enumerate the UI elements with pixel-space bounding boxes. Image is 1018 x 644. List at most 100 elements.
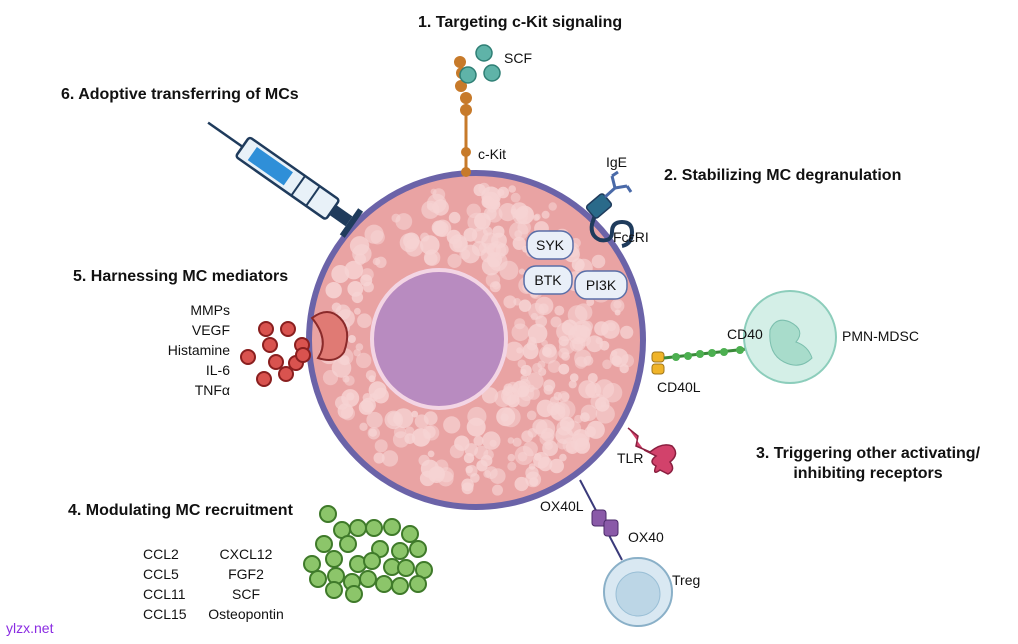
chemokine-particle <box>383 518 401 536</box>
granule <box>347 335 356 343</box>
heading-adoptive-transfer: 6. Adoptive transferring of MCs <box>61 86 299 103</box>
granule <box>368 381 387 400</box>
granule <box>514 476 529 492</box>
chemokine-particle <box>345 585 363 603</box>
granule <box>482 431 501 450</box>
mediator-item: Histamine <box>167 342 230 358</box>
syk-pill: SYK <box>526 230 574 260</box>
granule <box>486 242 501 258</box>
granule <box>337 403 354 419</box>
chemokine-particle <box>359 570 377 588</box>
heading-stabilizing-degranulation: 2. Stabilizing MC degranulation <box>664 167 902 184</box>
mediator-particles <box>240 321 311 387</box>
chemokine-item: Osteopontin <box>208 606 284 622</box>
granule <box>620 325 634 339</box>
granule <box>431 220 447 235</box>
granule <box>361 397 376 413</box>
granule <box>370 230 385 245</box>
mediator-list: MMPs VEGF Histamine IL-6 TNFα <box>150 300 230 400</box>
heading-harnessing-mediators: 5. Harnessing MC mediators <box>73 268 289 285</box>
label-ige: IgE <box>606 154 628 170</box>
granule <box>517 385 530 398</box>
granule <box>574 356 588 369</box>
granule <box>561 392 570 401</box>
granule <box>512 208 528 224</box>
granule <box>447 253 462 268</box>
granule <box>375 256 387 268</box>
granule <box>555 426 574 445</box>
granule <box>366 411 383 429</box>
granule <box>601 320 620 339</box>
granule <box>507 453 516 462</box>
granule <box>420 232 430 242</box>
granule <box>539 431 554 446</box>
granule <box>594 379 615 399</box>
granule <box>538 456 553 472</box>
granule <box>599 340 610 351</box>
granule <box>432 188 446 202</box>
mediator-item: IL-6 <box>205 362 230 378</box>
granule <box>541 210 550 219</box>
chemokine-particle <box>319 505 337 523</box>
granule <box>466 203 481 218</box>
ox40-complex <box>579 479 623 561</box>
granule <box>357 313 372 329</box>
granule <box>561 352 570 361</box>
granule <box>373 452 385 464</box>
granule <box>465 465 478 477</box>
label-ox40: OX40 <box>628 529 664 545</box>
granule <box>392 431 410 448</box>
granule <box>600 401 607 408</box>
mediator-item: VEGF <box>191 322 230 338</box>
granule <box>569 373 579 382</box>
granule <box>522 441 538 457</box>
label-fceri: FcεRI <box>613 229 649 245</box>
label-treg: Treg <box>672 572 701 588</box>
chemokine-cluster <box>303 505 433 603</box>
granule <box>325 282 342 299</box>
granule <box>528 463 536 470</box>
granule <box>461 482 474 495</box>
granule <box>548 202 557 211</box>
granule <box>550 316 562 328</box>
mast-cell-granules <box>319 182 635 496</box>
granule <box>367 427 380 440</box>
chemokine-particle <box>397 559 415 577</box>
cd40l-cd40-complex <box>651 346 757 375</box>
mediator-item: TNFα <box>194 382 230 398</box>
chemokine-item: CXCL12 <box>219 546 273 562</box>
chemokine-particle <box>315 535 333 553</box>
granule <box>489 199 501 210</box>
granule <box>443 416 461 434</box>
granule <box>574 303 593 322</box>
label-tlr: TLR <box>617 450 644 466</box>
granule <box>492 484 503 496</box>
heading-triggering-receptors: 3. Triggering other activating/ inhibiti… <box>748 444 988 484</box>
granule <box>496 407 516 427</box>
granule <box>481 256 501 276</box>
granule <box>471 241 487 256</box>
fceri-receptor <box>585 193 635 248</box>
chemokine-item: SCF <box>232 586 260 602</box>
scf-ligand <box>459 44 501 84</box>
granule <box>513 298 521 306</box>
granule <box>485 272 501 288</box>
label-ckit: c-Kit <box>478 146 506 162</box>
granule <box>554 305 565 316</box>
granule <box>538 367 547 376</box>
chemokine-item: CCL15 <box>143 606 187 622</box>
granule <box>346 392 355 401</box>
treg-cell <box>603 557 673 627</box>
watermark: ylzx.net <box>6 620 54 636</box>
label-pmn-mdsc: PMN-MDSC <box>842 328 919 344</box>
granule <box>558 338 575 355</box>
granule <box>344 375 355 386</box>
granule <box>437 470 454 487</box>
chemokine-particle <box>401 525 419 543</box>
granule <box>489 468 506 484</box>
label-ox40l: OX40L <box>540 498 584 514</box>
granule <box>559 453 567 462</box>
label-cd40l: CD40L <box>657 379 701 395</box>
granule <box>354 307 361 315</box>
granule <box>521 430 534 443</box>
